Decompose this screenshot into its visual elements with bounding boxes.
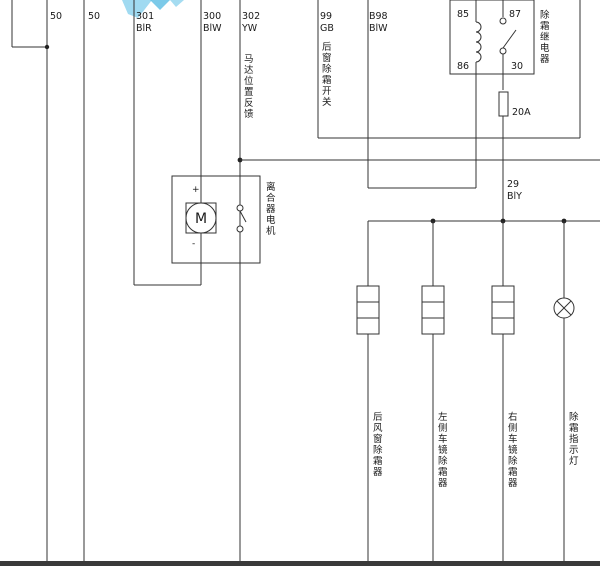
- wire-label-301: 301: [136, 11, 154, 22]
- wire-99: [317, 0, 581, 139]
- wire-50-left-group: [11, 0, 50, 566]
- load-rear-window-label: 后风窗除霜器: [373, 412, 383, 478]
- motor-minus-label: -: [192, 239, 195, 249]
- wire-color-301: BlR: [136, 23, 152, 34]
- bottom-bar: [0, 561, 600, 566]
- motor-icon: [185, 190, 217, 240]
- wire-color-b98: BlW: [369, 23, 388, 34]
- clutch-motor-box: [171, 175, 261, 264]
- relay-pin-30: 30: [511, 61, 523, 72]
- wire-b98: [367, 0, 477, 189]
- wire-label-b98: B98: [369, 11, 388, 22]
- motor-plus-label: +: [192, 185, 200, 195]
- wire-color-29: BlY: [507, 191, 522, 202]
- clutch-switch-icon: [236, 204, 247, 233]
- relay-contact-icon: [499, 0, 517, 90]
- watermark-logo: [122, 0, 184, 18]
- wire-color-302: YW: [241, 23, 258, 34]
- load-right-mirror-label: 右侧车镜除霜器: [508, 411, 518, 489]
- wire-301: [133, 0, 202, 286]
- wire-label-50b: 50: [88, 11, 100, 22]
- motor-symbol: M: [195, 211, 207, 227]
- wire-color-99: GB: [320, 23, 334, 34]
- load-indicator-label: 除霜指示灯: [569, 411, 579, 467]
- relay-pin-87: 87: [509, 9, 521, 20]
- clutch-motor-label: 离合器电机: [266, 181, 276, 237]
- rear-window-switch-label: 后窗除霜开关: [322, 42, 332, 108]
- motor-feedback-label: 马达位置反馈: [244, 54, 254, 120]
- wire-label-50a: 50: [50, 11, 62, 22]
- fuse-rating: 20A: [512, 107, 531, 118]
- relay-pin-85: 85: [457, 9, 469, 20]
- junction-dot: [44, 44, 50, 50]
- relay-coil-icon: [475, 0, 482, 68]
- wire-label-302: 302: [242, 11, 260, 22]
- wire-label-99: 99: [320, 11, 332, 22]
- heater-element-icon: [356, 285, 380, 335]
- fuse-icon: [498, 91, 509, 117]
- wire-label-29: 29: [507, 179, 519, 190]
- indicator-lamp-icon: [553, 297, 575, 319]
- wire-label-300: 300: [203, 11, 221, 22]
- relay-pin-86: 86: [457, 61, 469, 72]
- load-left-mirror-label: 左侧车镜除霜器: [438, 411, 448, 489]
- defrost-relay-label: 除霜继电器: [540, 9, 550, 65]
- wire-color-300: BlW: [203, 23, 222, 34]
- heater-element-icon: [491, 285, 515, 335]
- heater-element-icon: [421, 285, 445, 335]
- defrost-relay-box: [449, 0, 535, 75]
